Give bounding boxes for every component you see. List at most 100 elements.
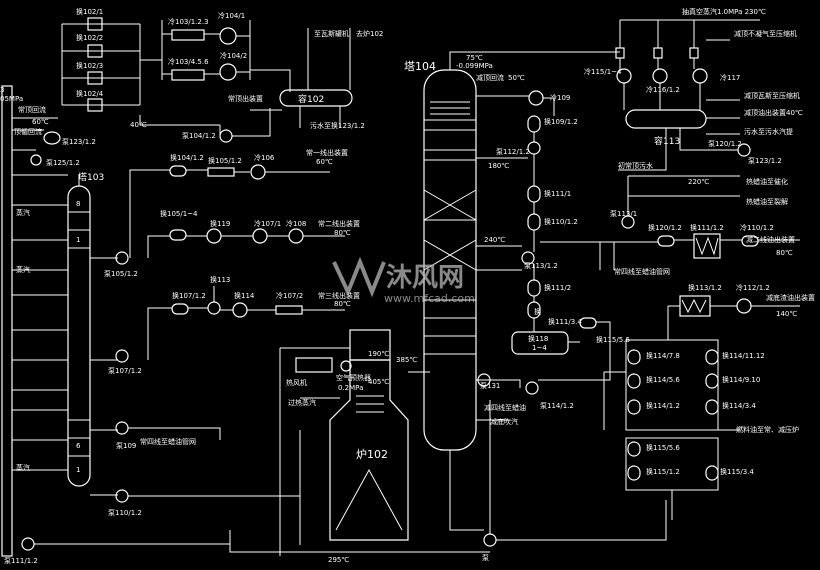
hx-114-78-icon [627, 349, 641, 365]
hx-114-label: 换114 [234, 291, 255, 300]
cooler-108-icon [288, 228, 304, 244]
hx-115-56-label: 换115/5.6 [596, 335, 630, 344]
hx-102-3-label: 换102/3 [76, 61, 103, 70]
cooler-103-top-label: 冷103/1.2.3 [168, 17, 209, 26]
right-side: 220℃ 热蜡油至催化 热蜡油至裂解 泵113/1 换120/1.2 换111/… [540, 175, 815, 340]
vessel-113-name: 容113 [654, 135, 680, 147]
pump-105-icon [115, 251, 129, 265]
temp-80-right: 80℃ [776, 249, 793, 257]
tower-103-name: 塔103 [78, 171, 104, 183]
fan-label: 热风机 [286, 378, 307, 387]
hx-114-910-icon [705, 373, 719, 389]
tower-103-tray6: 6 [76, 442, 81, 450]
oil-gas-label: 减顶瓦斯至压缩机 [744, 91, 800, 100]
pump-110-label: 泵110/1.2 [108, 509, 142, 517]
tower-104-temp50: 50℃ [508, 74, 525, 82]
side-draw-1: 换104/1.2 换105/1.2 冷106 常一线出装置 60℃ 泵105/1… [104, 148, 348, 278]
pump-123-right-icon [737, 143, 751, 157]
hx-120-label: 换120/1.2 [648, 223, 682, 232]
left-steam-2: 蒸汽 [16, 265, 30, 274]
steam-label: 过热蒸汽 [288, 398, 316, 407]
side1-product: 常一线出装置 [306, 148, 348, 157]
hx-114-12-label: 换114/1.2 [646, 401, 680, 410]
cooler-107-1-icon [252, 228, 268, 244]
vacuum-steam-label: 抽真空蒸汽1.0MPa 230℃ [682, 7, 766, 16]
tower-104-name: 塔104 [404, 60, 436, 73]
hx-120-icon [657, 235, 675, 247]
cooler-115-label: 冷115/1~4 [584, 67, 622, 76]
pressure-label: 0.2MPa [338, 384, 363, 392]
pump-107-icon [115, 349, 129, 363]
hx-105-14-icon [169, 229, 187, 241]
bottom-pump-icon [483, 533, 497, 547]
tower-103-tray1a: 1 [76, 236, 80, 244]
out2-label: 减底渣油出装置 [766, 293, 815, 302]
tower-104-pressure: -0.099MPa [456, 62, 493, 70]
left-drum-icon [43, 131, 61, 145]
left-tower-body [1, 85, 13, 557]
fan-107-2-icon [275, 305, 303, 315]
cooler-116-icon [652, 68, 668, 84]
cooler-110-label: 冷110/1.2 [740, 223, 774, 232]
side3-product: 常三线出装置 [318, 291, 360, 300]
side1-temp: 60℃ [316, 158, 333, 166]
pump-113-1-label: 泵113/1 [610, 210, 637, 218]
pump-123-label: 泵123/1.2 [62, 138, 96, 146]
hx-111-1-label: 换111/1 [544, 189, 571, 198]
hx-115-12-label: 换115/1.2 [646, 467, 680, 476]
cooler-109-label: 冷109 [550, 93, 570, 102]
furnace-temp-385: 385℃ [396, 356, 417, 364]
hx-110-icon [527, 213, 541, 231]
hx-118-range: 1~4 [532, 344, 547, 352]
cooler-group-b: 冷103/1.2.3 冷103/4.5.6 冷104/1 冷104/2 [161, 11, 291, 92]
hx-113-right-label: 换113/1.2 [688, 283, 722, 292]
hx-110-label: 换110/1.2 [544, 217, 578, 226]
left-reflux-label: 常顶回流 [18, 105, 46, 114]
hx-label: 换 [534, 307, 541, 316]
pump-131-label: 泵131 [480, 382, 500, 390]
hx-113-icon [207, 301, 221, 315]
hx-114-1112-icon [705, 349, 719, 365]
cooler-112-label: 冷112/1.2 [736, 283, 770, 292]
hx-102-2-label: 换102/2 [76, 33, 103, 42]
air-preheater-label: 空气预热器 [336, 373, 371, 382]
vessel-102: 容102 常顶出装置 污水至换123/1.2 至瓦斯罐机 去炉102 40℃ 泵… [130, 28, 383, 143]
hx-114-78-label: 换114/7.8 [646, 351, 680, 360]
pump-109-label: 泵109 [116, 442, 136, 450]
hx-119-icon [206, 228, 222, 244]
hx-107-12-label: 换107/1.2 [172, 291, 206, 300]
cooler-116-label: 冷116/1.2 [646, 85, 680, 94]
wax-to-cat-label: 热蜡油至催化 [746, 177, 788, 186]
exchanger-block: 换114/7.8 换114/5.6 换114/1.2 换114/11.12 换1… [603, 339, 799, 520]
hx-114-34-icon [705, 399, 719, 415]
cooler-group-a: 换102/1 换102/2 换102/3 换102/4 [61, 7, 220, 126]
cooler-106-icon [250, 164, 266, 180]
left-edge: 3 05MPa 常顶回流 60℃ 顶循回流 泵123/1.2 泵125/1.2 … [0, 85, 96, 557]
hx-104-12-icon [169, 165, 187, 177]
vessel-102-temp40: 40℃ [130, 121, 147, 129]
watermark-logo-icon [332, 256, 386, 298]
hx-114-56-icon [627, 373, 641, 389]
hx-109-icon [527, 115, 541, 133]
hx-115-34-icon [705, 465, 719, 481]
vessel-113-body [625, 109, 707, 129]
pump-114-label: 泵114/1.2 [540, 402, 574, 410]
pump-120-label: 泵120/1.2 [708, 140, 742, 148]
exchanger-frame [625, 339, 719, 431]
wax-line-label: 常四线至蜡油管网 [614, 267, 670, 276]
pump-107-label: 泵107/1.2 [108, 367, 142, 375]
cooler-117-label: 冷117 [720, 73, 740, 82]
vessel-113: 抽真空蒸汽1.0MPa 230℃ 减顶不凝气至压缩机 冷115/1~4 冷116… [584, 7, 803, 171]
line-wax-label: 减四线至蜡油 [484, 403, 526, 412]
hx-118-label: 换118 [528, 334, 548, 343]
vessel-102-top-out: 常顶出装置 [228, 94, 263, 103]
hx-114-34-label: 换114/3.4 [722, 401, 756, 410]
hx-104-2-icon [219, 63, 237, 81]
furnace-name: 炉102 [356, 448, 388, 461]
fan-105-icon [207, 167, 235, 177]
tower-104-body [423, 69, 477, 451]
hx-102-4-label: 换102/4 [76, 89, 104, 98]
hx-118-icon [511, 331, 569, 355]
hx-114-1112-label: 换114/11.12 [722, 351, 765, 360]
hx-111-34-label: 换111/3.4 [548, 317, 582, 326]
